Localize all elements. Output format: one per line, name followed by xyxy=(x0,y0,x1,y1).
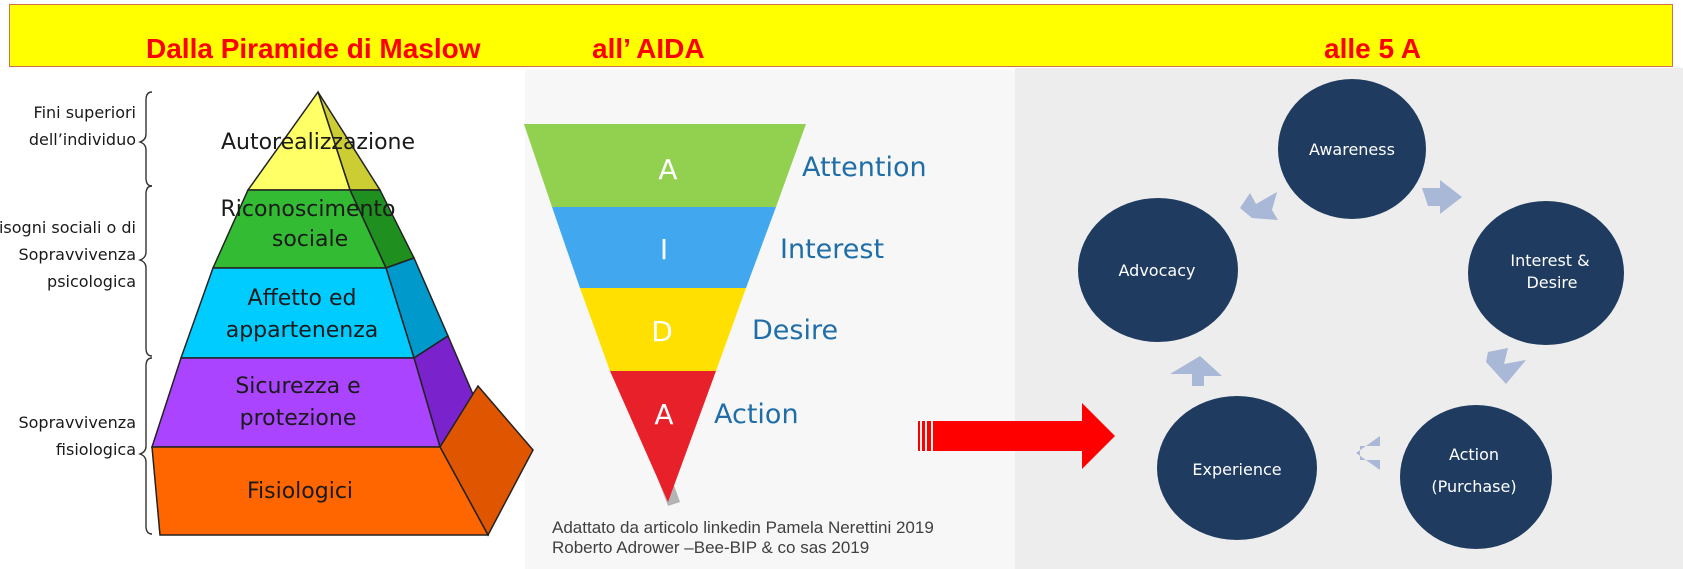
cycle-arrow-5 xyxy=(1170,356,1222,386)
aida-stage-4-band xyxy=(610,371,716,502)
maslow-braces xyxy=(137,91,153,535)
credit-line-1: Adattato da articolo linkedin Pamela Ner… xyxy=(552,518,934,537)
node-interest-desire xyxy=(1468,201,1624,345)
title-5a: alle 5 A xyxy=(1324,33,1422,64)
aida-word-interest: Interest xyxy=(780,234,884,265)
aida-funnel xyxy=(524,124,806,506)
cycle-arrow-2 xyxy=(1422,180,1462,214)
brace-sopravvivenza xyxy=(137,357,153,535)
node-interest-desire-label: Interest &Desire xyxy=(1510,251,1589,292)
node-experience xyxy=(1157,396,1317,540)
five-a-nodes xyxy=(1078,79,1624,549)
maslow-pyramid xyxy=(150,90,534,537)
aida-letter-2: I xyxy=(660,233,668,266)
aida-stage-2-band xyxy=(552,207,776,288)
node-experience-label: Experience xyxy=(1192,460,1281,479)
aida-letter-1: A xyxy=(658,153,677,186)
five-a-arrows xyxy=(1170,180,1526,470)
aida-word-desire: Desire xyxy=(752,315,838,346)
title-banner xyxy=(9,4,1673,67)
aida-word-action: Action xyxy=(714,399,799,430)
brace-fini-superiori xyxy=(137,91,153,187)
maslow-level-4-face xyxy=(150,357,442,448)
aida-stage-1-band xyxy=(524,124,806,207)
title-aida: all’ AIDA xyxy=(592,33,705,64)
cycle-arrow-4 xyxy=(1356,436,1380,470)
node-advocacy-label: Advocacy xyxy=(1119,261,1196,280)
node-awareness xyxy=(1278,79,1426,219)
node-advocacy xyxy=(1078,198,1238,342)
cycle-arrow-3 xyxy=(1486,348,1526,384)
maslow-level-1-label: Autorealizzazione xyxy=(221,130,415,155)
maslow-level-5-face xyxy=(151,446,490,536)
aida-credit: Adattato da articolo linkedin Pamela Ner… xyxy=(552,518,934,558)
cycle-arrow-1 xyxy=(1240,192,1278,220)
aida-letter-3: D xyxy=(651,315,673,348)
aida-word-attention: Attention xyxy=(802,152,927,183)
aida-letter-4: A xyxy=(654,398,673,431)
maslow-level-5-label: Fisiologici xyxy=(247,479,353,504)
maslow-level-3-face xyxy=(179,267,416,359)
aida-stage-3-band xyxy=(580,288,746,371)
transition-arrow xyxy=(918,403,1115,469)
node-action xyxy=(1400,405,1552,549)
title-maslow: Dalla Piramide di Maslow xyxy=(146,33,481,64)
brace-bisogni-sociali xyxy=(137,185,153,357)
node-awareness-label: Awareness xyxy=(1309,140,1395,159)
node-action-label: Action(Purchase) xyxy=(1431,445,1516,496)
credit-line-2: Roberto Adrower –Bee-BIP & co sas 2019 xyxy=(552,538,870,557)
